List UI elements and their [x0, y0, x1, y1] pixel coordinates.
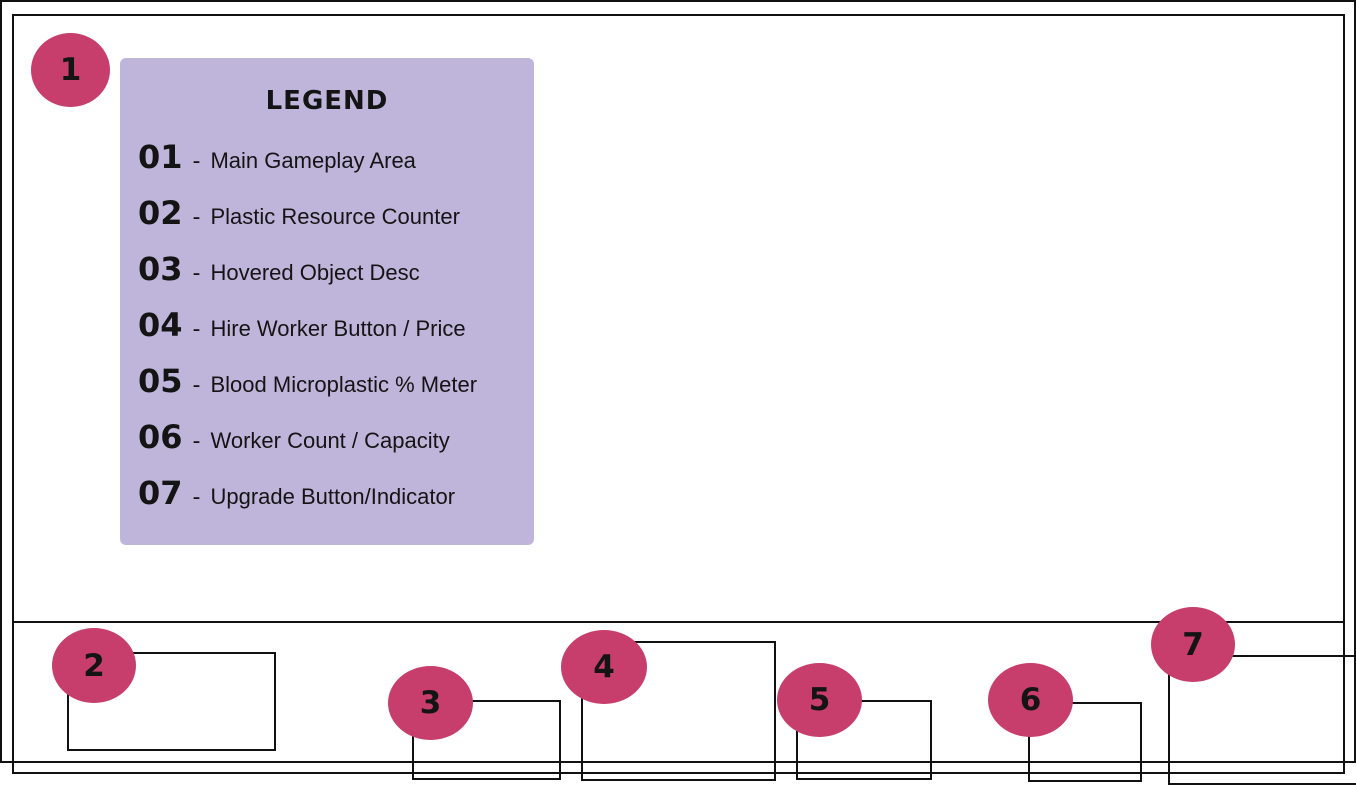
- legend-item: 01 - Main Gameplay Area: [138, 138, 416, 178]
- callout-badge-4: 4: [561, 630, 647, 704]
- legend-item-label: Plastic Resource Counter: [210, 204, 460, 229]
- legend-title: LEGEND: [265, 86, 389, 116]
- legend-item: 04 - Hire Worker Button / Price: [138, 306, 466, 346]
- callout-badge-1: 1: [31, 33, 110, 107]
- callout-badge-2: 2: [52, 628, 136, 703]
- legend-item-dash: -: [192, 317, 201, 342]
- legend-item-label: Upgrade Button/Indicator: [210, 484, 456, 509]
- legend-item: 03 - Hovered Object Desc: [138, 250, 420, 290]
- callout-badge-6: 6: [988, 663, 1073, 737]
- legend-item-number: 04: [138, 306, 183, 344]
- legend-item-dash: -: [192, 485, 201, 510]
- legend-item-label: Hire Worker Button / Price: [210, 316, 466, 341]
- legend-item-number: 01: [138, 138, 183, 176]
- callout-badge-5: 5: [777, 663, 862, 737]
- plastic-resource-counter-box: [67, 652, 276, 751]
- legend-item-label: Worker Count / Capacity: [210, 428, 450, 453]
- legend-item-label: Hovered Object Desc: [210, 260, 420, 285]
- wireframe-outer-border: [0, 0, 1356, 763]
- legend-item: 05 - Blood Microplastic % Meter: [138, 362, 477, 402]
- legend-item-dash: -: [192, 205, 201, 230]
- legend-item: 02 - Plastic Resource Counter: [138, 194, 460, 234]
- legend-item: 07 - Upgrade Button/Indicator: [138, 474, 455, 514]
- legend-item-number: 06: [138, 418, 183, 456]
- hud-divider-line: [12, 621, 1345, 623]
- legend-item-dash: -: [192, 429, 201, 454]
- legend-item-number: 02: [138, 194, 183, 232]
- legend-item-number: 07: [138, 474, 183, 512]
- legend-item-label: Main Gameplay Area: [210, 148, 416, 173]
- callout-badge-7: 7: [1151, 607, 1235, 682]
- legend-item-dash: -: [192, 261, 201, 286]
- legend-item-number: 05: [138, 362, 183, 400]
- legend-item-dash: -: [192, 373, 201, 398]
- legend-item-number: 03: [138, 250, 183, 288]
- callout-badge-3: 3: [388, 666, 473, 740]
- legend-item: 06 - Worker Count / Capacity: [138, 418, 450, 458]
- legend-panel: LEGEND 01 - Main Gameplay Area 02 - Plas…: [120, 58, 534, 545]
- legend-item-label: Blood Microplastic % Meter: [210, 372, 478, 397]
- legend-item-dash: -: [192, 149, 201, 174]
